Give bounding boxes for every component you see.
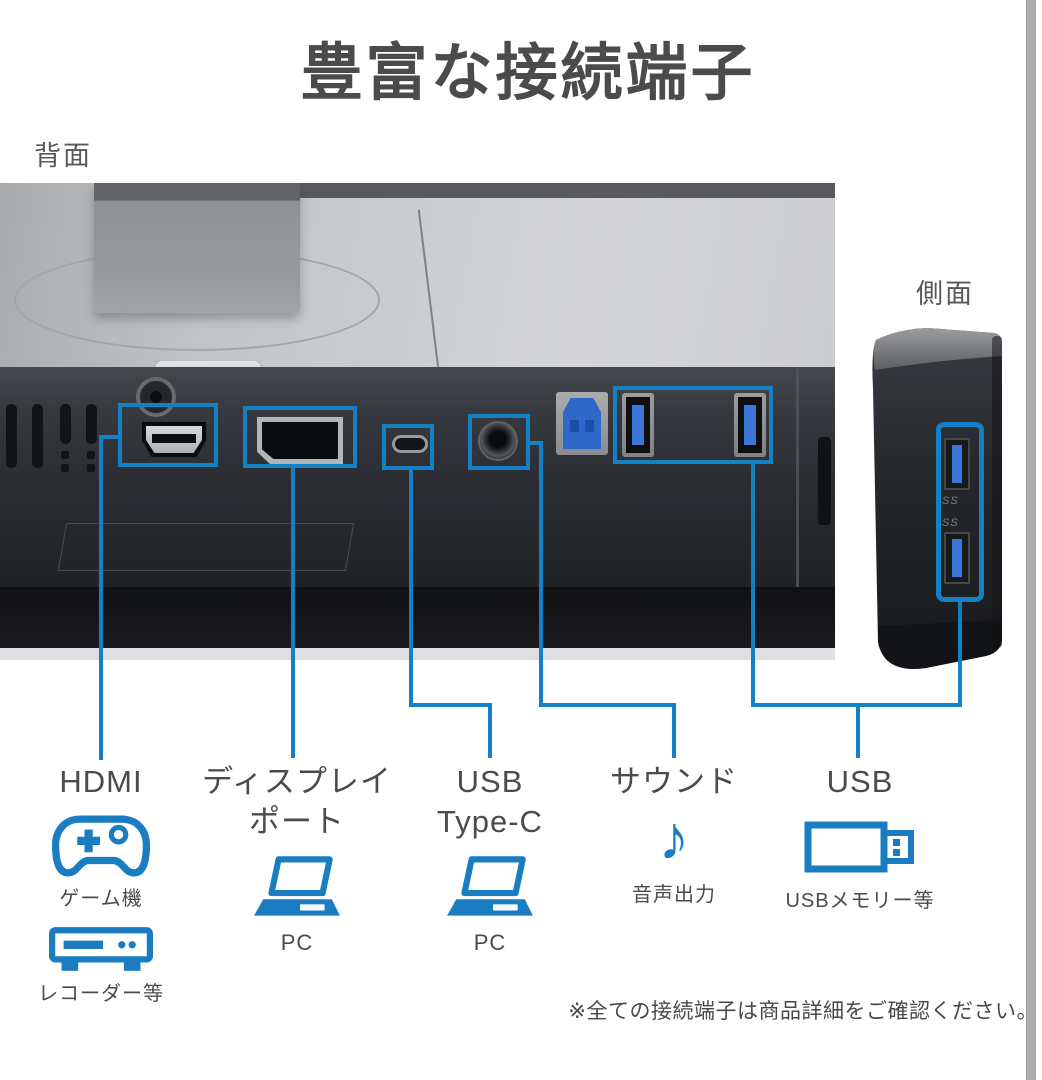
usb-b-inner	[563, 398, 601, 449]
usb-a-tongue	[952, 539, 962, 577]
panel-edge-highlight	[796, 369, 799, 660]
hdmi-port	[142, 422, 206, 457]
icon-caption: USBメモリー等	[785, 890, 935, 912]
usb-a-inner	[738, 397, 762, 453]
icon-caption: PC	[473, 930, 507, 955]
usb-memory-icon	[804, 821, 914, 873]
superspeed-marking: SS	[942, 495, 959, 507]
image-edge-bar	[1026, 0, 1036, 1080]
callout-line-usb-type-c	[488, 703, 492, 758]
port-label: USB	[826, 764, 894, 799]
callout-line-audio	[539, 441, 543, 707]
usb-type-c-port	[392, 435, 428, 453]
footnote: ※全ての接続端子は商品詳細をご確認ください。	[568, 1000, 1038, 1023]
monitor-top-edge	[286, 183, 835, 198]
port-column-usb-type-c: USB Type-C PC	[398, 762, 582, 956]
back-view-label: 背面	[34, 141, 92, 171]
usb-a-tongue	[632, 405, 644, 445]
callout-line-hdmi	[101, 435, 120, 439]
vent-slot	[32, 404, 43, 468]
port-column-hdmi: HDMI ゲーム機 レコーダー等	[9, 762, 193, 1006]
usb-a-inner	[626, 397, 650, 453]
monitor-back-photo	[0, 183, 835, 660]
icon-caption: レコーダー等	[38, 983, 164, 1005]
vent-slot	[6, 404, 17, 468]
vent-dot	[61, 464, 69, 472]
port-column-displayport: ディスプレイ ポート PC	[202, 762, 392, 956]
port-label: HDMI	[59, 764, 143, 799]
stand-mount	[94, 183, 300, 313]
usb-a-port	[622, 393, 654, 457]
displayport-slot	[262, 422, 338, 459]
port-column-sound: サウンド ♪ 音声出力	[582, 762, 766, 907]
usb-b-upstream-port	[556, 392, 608, 455]
superspeed-marking: SS	[942, 517, 959, 529]
audio-jack-port	[478, 421, 518, 461]
callout-box-usb-a	[613, 386, 773, 464]
callout-line-audio	[672, 703, 676, 758]
vent-dot	[87, 464, 95, 472]
callout-box-audio	[468, 414, 530, 470]
side-view-label: 側面	[916, 279, 974, 309]
callout-line-usb	[856, 703, 860, 758]
callout-line-displayport	[291, 466, 295, 758]
port-label: ポート	[249, 804, 345, 839]
port-column-usb: USB USBメモリー等	[768, 762, 952, 913]
hdmi-port-slot	[152, 434, 196, 443]
side-usb-a-port	[944, 532, 970, 584]
video-recorder-icon	[49, 927, 153, 971]
laptop-icon	[254, 856, 340, 916]
callout-line-audio	[528, 441, 543, 445]
laptop-icon	[447, 856, 533, 916]
callout-line-usb-type-c	[409, 468, 413, 707]
bottom-bezel	[0, 587, 835, 648]
usb-a-tongue	[744, 405, 756, 445]
floor-reflection	[0, 648, 835, 660]
callout-line-hdmi	[99, 435, 103, 760]
usb-a-tongue	[952, 445, 962, 483]
vent-dot	[87, 451, 95, 459]
icon-caption: 音声出力	[632, 884, 716, 906]
callout-box-hdmi	[118, 403, 218, 467]
callout-line-usb-type-c	[409, 703, 492, 707]
icon-caption: PC	[280, 930, 314, 955]
port-label: Type-C	[437, 804, 543, 839]
page-title: 豊富な接続端子	[300, 39, 756, 108]
icon-caption: ゲーム機	[59, 888, 143, 910]
port-label: サウンド	[610, 764, 738, 799]
usb-a-port	[734, 393, 766, 457]
port-label: USB	[456, 764, 524, 799]
callout-box-side-usb	[936, 422, 984, 602]
vent-slot	[818, 437, 831, 525]
kensington-lock-slot	[136, 377, 176, 417]
side-usb-a-port	[944, 438, 970, 490]
vent-dot	[61, 451, 69, 459]
callout-box-usb-type-c	[382, 424, 434, 470]
callout-line-side-usb	[958, 598, 962, 707]
port-label: ディスプレイ	[202, 764, 392, 799]
game-controller-icon	[51, 815, 151, 877]
vent-slot	[86, 404, 97, 444]
callout-line-usb	[751, 460, 755, 707]
displayport-port	[257, 417, 343, 464]
callout-box-displayport	[243, 406, 357, 468]
music-note-icon: ♪	[658, 804, 690, 873]
callout-line-audio	[539, 703, 676, 707]
vent-slot	[60, 404, 71, 444]
